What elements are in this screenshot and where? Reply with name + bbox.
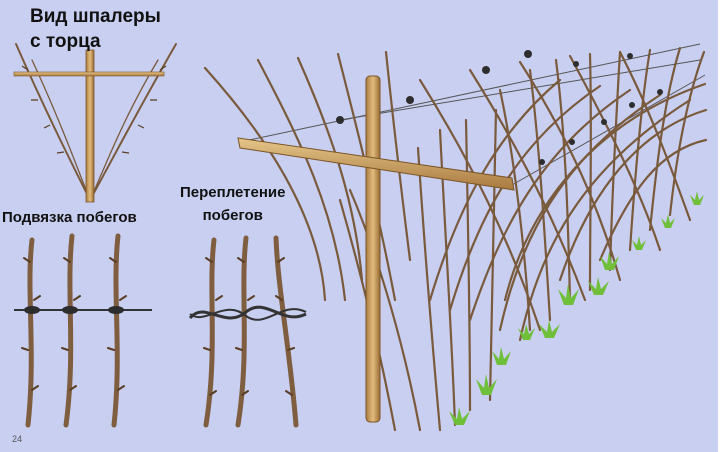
tie-knot <box>62 306 78 314</box>
tying-label: Подвязка побегов <box>2 209 137 226</box>
tying-cane-3 <box>111 233 121 428</box>
weaving-label-line2: побегов <box>202 207 263 224</box>
tying-cane-2 <box>63 233 75 428</box>
main-trellis-diagram <box>203 43 708 432</box>
end-view-left-cane <box>15 43 91 201</box>
trellis-post <box>365 75 381 423</box>
end-view-crossbar <box>13 71 165 77</box>
weaving-cane-1 <box>203 237 217 428</box>
end-view-right-cane <box>89 43 177 201</box>
weaving-cane-3 <box>273 235 299 428</box>
tie-knot <box>108 306 124 314</box>
weaving-diagram <box>188 235 307 428</box>
end-view-title-line1: Вид шпалеры <box>30 6 161 27</box>
tie-knot <box>24 306 40 314</box>
end-view-post <box>85 49 95 203</box>
end-view-title-line2: с торца <box>30 31 101 52</box>
tying-diagram <box>14 233 152 428</box>
trellis-crossbar <box>237 137 515 191</box>
end-view-title: Вид шпалеры с торца <box>30 4 161 54</box>
weaving-label-line1: Переплетение <box>180 184 286 201</box>
tying-cane-1 <box>25 237 35 428</box>
weaving-label: Переплетение побегов <box>180 181 285 227</box>
weaving-wire <box>188 305 307 320</box>
weaving-cane-2 <box>235 235 249 428</box>
young-shoots <box>449 191 704 425</box>
weaving-wire-twist <box>189 308 307 321</box>
end-view-diagram <box>13 43 177 203</box>
page-number: 24 <box>12 434 23 444</box>
